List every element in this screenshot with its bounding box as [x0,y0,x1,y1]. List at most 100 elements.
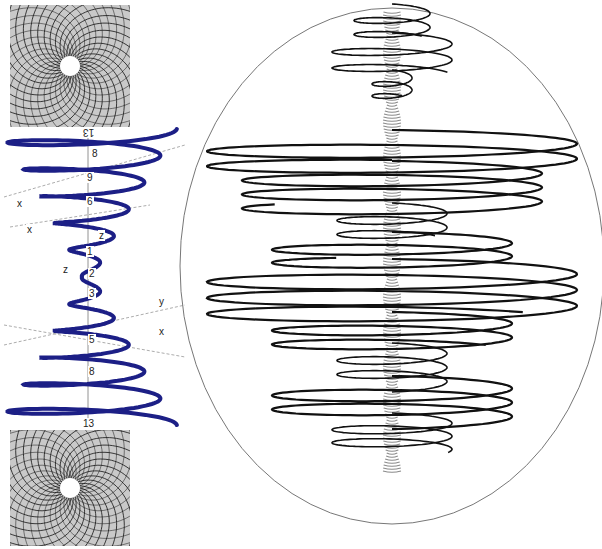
core-stroke [386,417,397,418]
core-stroke [385,180,399,181]
axis-line [4,325,185,357]
core-stroke [385,135,398,136]
centre-hole [60,56,80,76]
callout-number: 8 [91,148,99,159]
core-stroke [383,153,400,154]
spiral-arm [75,430,130,505]
core-stroke [386,72,398,73]
callout-number: 3 [88,288,96,299]
core-stroke [384,360,401,361]
core-stroke [384,24,401,25]
core-stroke [384,78,399,79]
core-stroke [384,219,400,220]
spiral-arm [78,58,124,127]
core-stroke [383,435,401,436]
spiral-arm [16,58,62,127]
core-stroke [383,57,400,58]
core-stroke [386,207,398,208]
core-stroke [385,249,398,250]
spiral-arm [79,484,117,547]
core-stroke [386,318,399,319]
core-stroke [383,366,401,367]
core-stroke [386,381,398,382]
core-stroke [385,285,399,286]
core-stroke [386,345,399,346]
core-stroke [383,126,401,127]
core-stroke [387,420,398,421]
core-stroke [386,138,397,139]
spiral-arm [31,5,68,68]
sphere-outline [180,8,602,524]
core-stroke [385,147,400,148]
callout-number: 2 [88,268,96,279]
core-stroke [385,42,400,43]
core-stroke [385,459,399,460]
spiral-arm [10,438,76,480]
callout-number: 6 [86,196,94,207]
core-stroke [384,114,400,115]
core-stroke [383,372,400,373]
helical-loops [207,4,577,453]
spiral-arm [72,430,110,490]
core-stroke [384,408,401,409]
core-stroke [385,111,399,112]
core-stroke [384,45,400,46]
spiral-arm [72,64,110,127]
axis-label: x [16,198,23,209]
core-stroke [387,384,397,385]
core-stroke [383,12,400,13]
helix-loop [207,259,577,321]
spiral-arm [10,498,73,531]
core-stroke [383,396,400,397]
spiral-arms [10,430,130,546]
spiral-pattern [10,430,130,546]
core-stroke [383,51,401,52]
core-stroke [384,27,399,28]
spiral-arm [16,5,62,74]
spiral-pattern [10,5,130,127]
core-stroke [383,225,401,226]
core-stroke [386,177,398,178]
callout-number: 13 [82,418,95,429]
core-stroke [384,393,400,394]
core-stroke [383,468,401,469]
callout-number: 9 [86,172,94,183]
helix-loop [332,413,452,453]
callout-number: 8 [88,366,96,377]
core-stroke [385,75,399,76]
core-stroke [386,39,399,40]
core-stroke [385,309,399,310]
axis-label: x [158,326,165,337]
core-stroke [386,351,397,352]
core-stroke [384,132,399,133]
core-stroke [383,441,400,442]
core-stroke [383,330,401,331]
core-stroke [385,240,398,241]
axis-label: y [158,296,165,307]
core-stroke [383,117,400,118]
helix-loop [332,33,452,72]
core-stroke [384,411,399,412]
core-stroke [386,423,399,424]
helix-loop [372,70,412,98]
core-stroke [383,195,401,196]
axis-label: z [98,230,105,241]
core-stroke [384,252,399,253]
core-stroke [384,60,400,61]
core-stroke [386,387,398,388]
core-stroke [387,141,398,142]
core-stroke [383,228,401,229]
core-stroke [387,315,398,316]
callout-number: 13 [82,127,95,138]
axis-label: z [62,264,69,275]
callout-number: 1 [86,246,94,257]
core-stroke [386,66,399,67]
helix-loop [354,4,430,37]
spiral-arm [72,486,110,546]
core-stroke [383,123,401,124]
core-stroke [384,465,401,466]
core-stroke [385,204,399,205]
core-stroke [386,102,398,103]
core-stroke [387,453,398,454]
core-stroke [383,300,401,301]
